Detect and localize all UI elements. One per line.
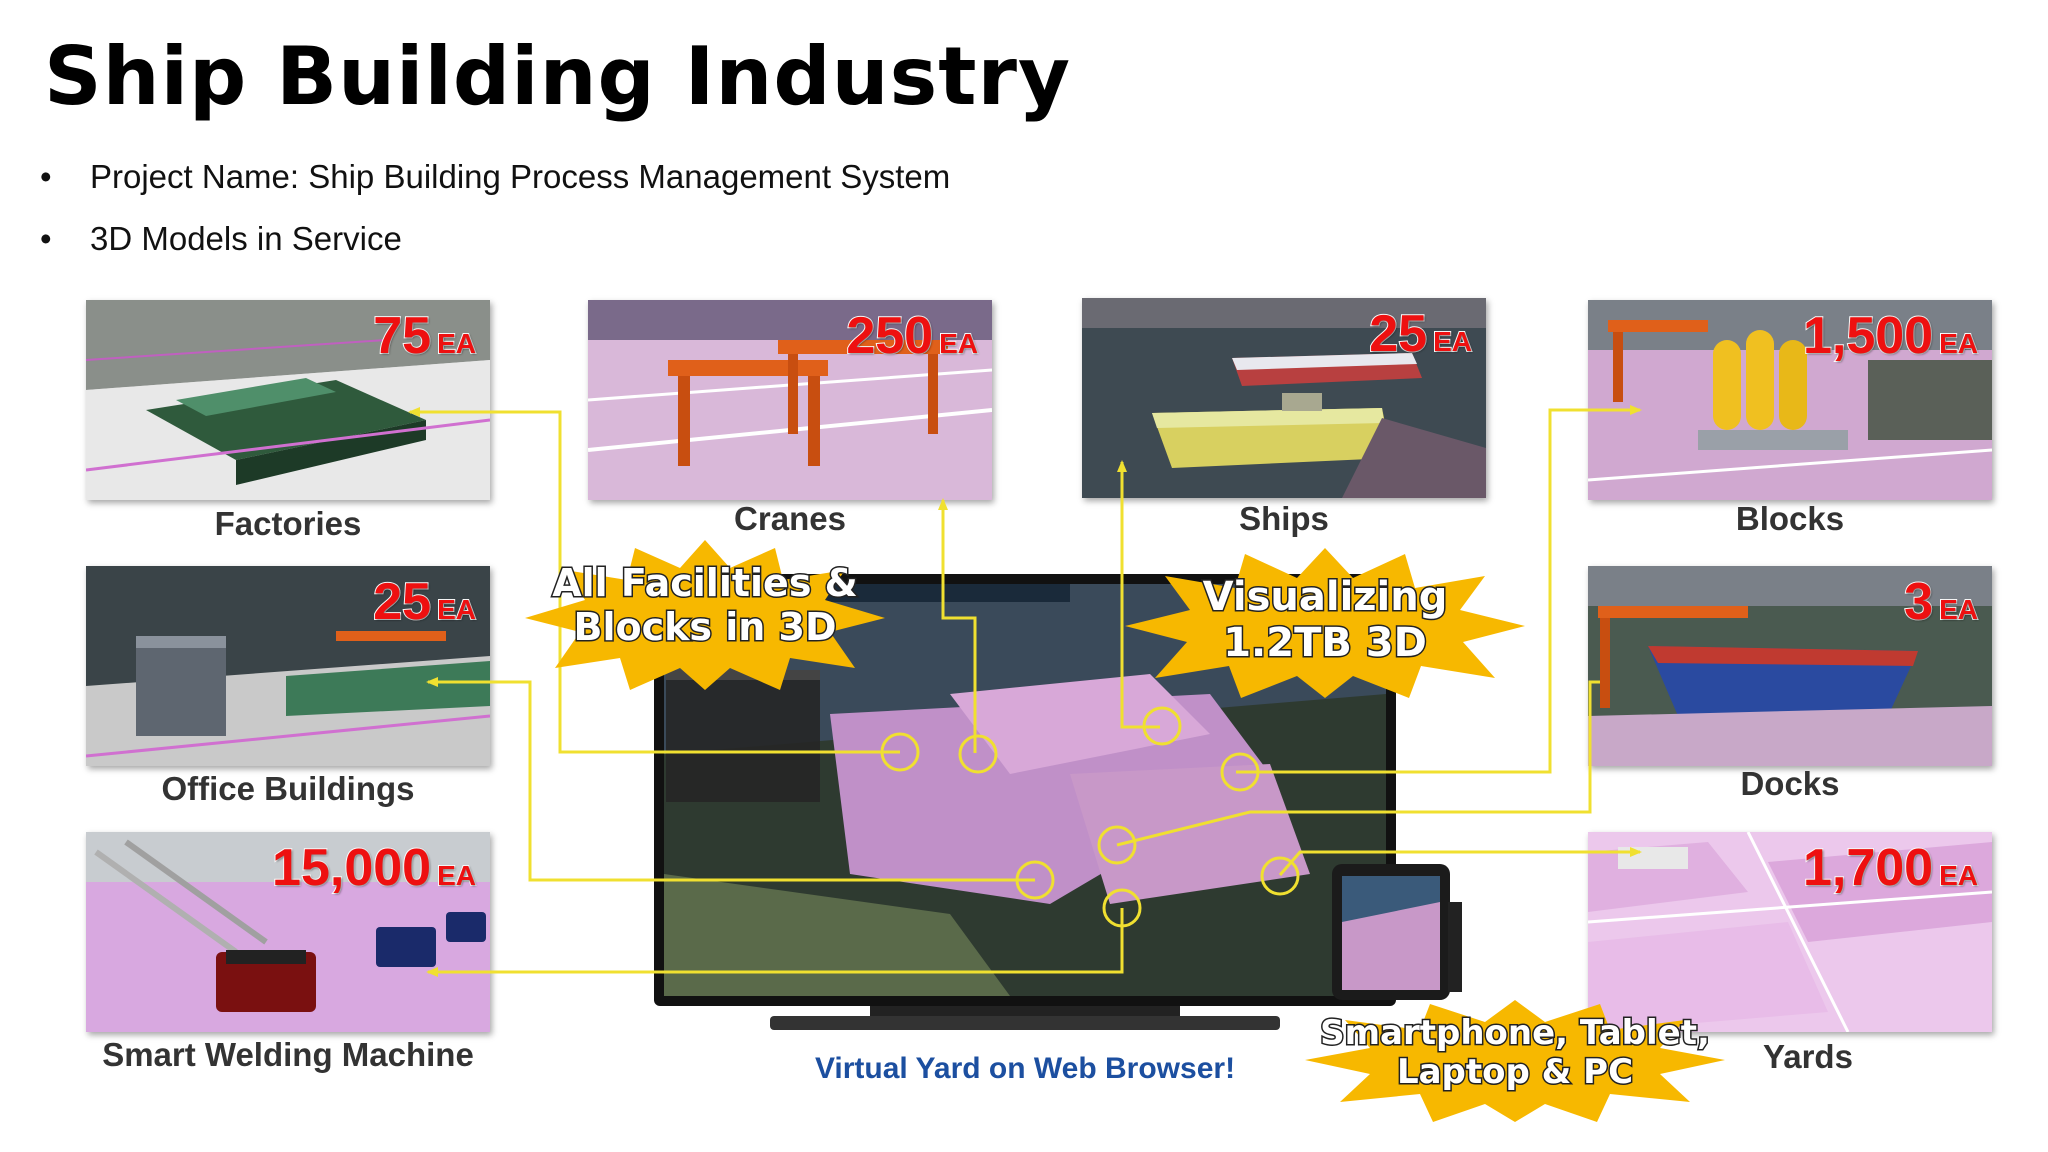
office-buildings-label: Office Buildings [161,770,415,807]
burst-shape [1305,1000,1725,1122]
page-title: Ship Building Industry [44,30,1072,123]
factories-image [86,300,490,500]
burst-shape [525,540,885,690]
docks-label: Docks [1740,765,1840,802]
bullet-3d-models: •3D Models in Service [40,220,402,257]
tablet-image [1332,864,1462,1000]
yards-label: Yards [1763,1038,1853,1075]
welding-machine-label: Smart Welding Machine [102,1036,474,1073]
tablet-device [1330,862,1465,1002]
blocks-image [1588,300,1992,500]
docks-image [1588,566,1992,766]
cranes-label: Cranes [734,500,846,537]
burst-all-facilities: All Facilities &Blocks in 3D [525,540,885,690]
factories-label: Factories [214,505,362,542]
yards-image [1588,832,1992,1032]
blocks-label: Blocks [1735,500,1845,537]
welding-machine-image [86,832,490,1032]
ships-label: Ships [1239,500,1329,537]
virtual-yard-caption: Virtual Yard on Web Browser! [814,1052,1236,1085]
burst-devices: Smartphone, Tablet,Laptop & PC [1305,1000,1725,1122]
burst-shape [1125,548,1525,698]
bullet-project-name: •Project Name: Ship Building Process Man… [40,158,951,195]
